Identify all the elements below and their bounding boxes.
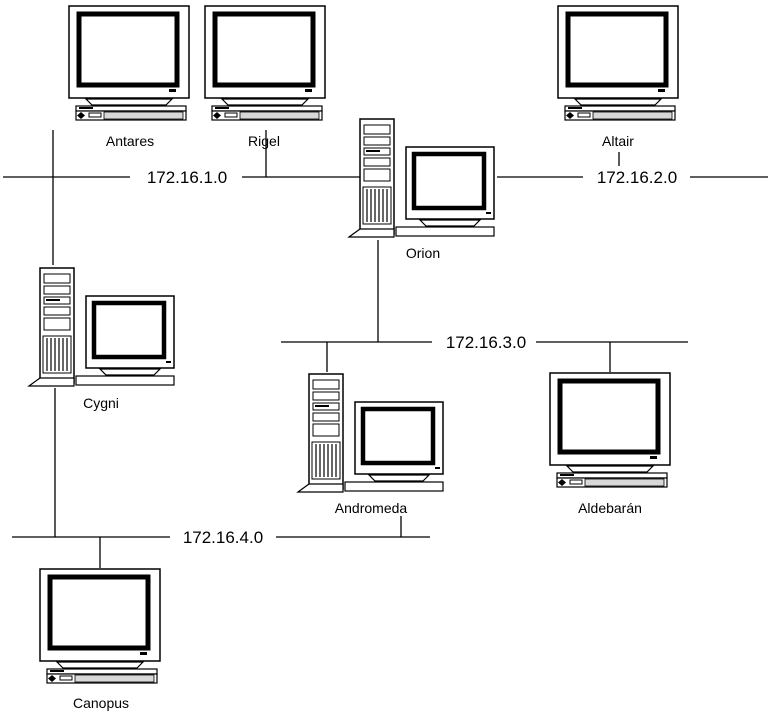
host-label-cygni: Cygni xyxy=(83,395,119,411)
workstation-icon xyxy=(550,373,670,487)
host-label-aldebaran: Aldebarán xyxy=(578,500,642,516)
host-antares[interactable]: Antares xyxy=(69,6,189,149)
net-label-172-16-2-0: 172.16.2.0 xyxy=(597,168,677,187)
host-aldebaran[interactable]: Aldebarán xyxy=(550,373,670,516)
host-canopus[interactable]: Canopus xyxy=(40,569,160,711)
workstation-icon xyxy=(40,569,160,683)
server-tower-icon xyxy=(29,268,174,386)
workstation-icon xyxy=(69,6,189,120)
network-lines xyxy=(3,130,768,568)
workstation-icon xyxy=(558,6,678,120)
host-label-andromeda: Andromeda xyxy=(335,500,408,516)
host-label-rigel: Rigel xyxy=(248,133,280,149)
workstation-icon xyxy=(205,6,325,120)
host-andromeda[interactable]: Andromeda xyxy=(298,374,443,516)
host-label-antares: Antares xyxy=(106,133,154,149)
net-label-172-16-3-0: 172.16.3.0 xyxy=(446,333,526,352)
host-rigel[interactable]: Rigel xyxy=(205,6,325,149)
host-label-orion: Orion xyxy=(406,245,440,261)
host-orion[interactable]: Orion xyxy=(349,119,494,261)
host-label-canopus: Canopus xyxy=(73,695,129,711)
server-tower-icon xyxy=(298,374,443,492)
host-cygni[interactable]: Cygni xyxy=(29,268,174,411)
host-label-altair: Altair xyxy=(602,133,634,149)
server-tower-icon xyxy=(349,119,494,237)
net-label-172-16-4-0: 172.16.4.0 xyxy=(183,528,263,547)
net-label-172-16-1-0: 172.16.1.0 xyxy=(147,168,227,187)
host-altair[interactable]: Altair xyxy=(558,6,678,149)
network-labels: 172.16.1.0 172.16.2.0 172.16.3.0 172.16.… xyxy=(147,168,677,547)
